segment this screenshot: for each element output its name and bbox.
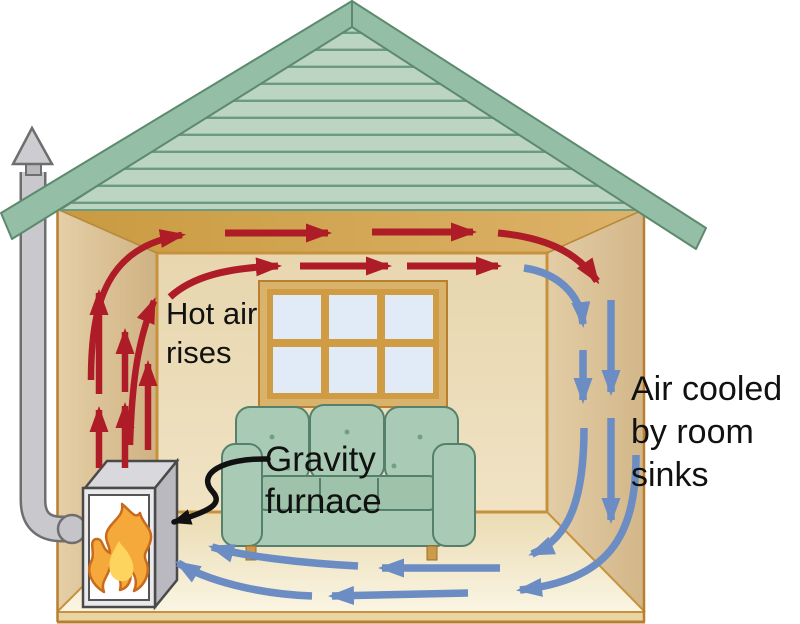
flame-icon (87, 502, 153, 594)
cool-air-arrow (516, 454, 640, 597)
roof (0, 0, 707, 250)
label-pointer-arrow (171, 456, 271, 525)
hot-air-arrow (87, 229, 186, 381)
window (258, 280, 448, 408)
air-cooled-label: Air cooled by room sinks (631, 370, 783, 494)
ceiling-corner-right (546, 208, 646, 254)
couch-buttons (269, 429, 423, 471)
cool-air-arrow (528, 427, 588, 558)
gravity-furnace (56, 457, 180, 611)
cool-air-arrow (208, 543, 359, 570)
hot-air-arrow (497, 229, 600, 285)
gravity-furnace-label: Gravity furnace (265, 440, 382, 521)
hot-air-flow-arrows (87, 222, 600, 468)
flue-cap-cone (10, 125, 55, 166)
cool-air-arrow (174, 559, 313, 600)
couch-arm-right (432, 443, 476, 547)
hot-air-arrow (126, 297, 158, 446)
cool-air-arrow (523, 264, 591, 328)
hot-air-label: Hot air rises (166, 296, 258, 370)
cool-air-flow-arrows (174, 264, 640, 606)
furnace-side (153, 457, 179, 611)
couch (221, 404, 476, 561)
window-mullion (273, 339, 433, 347)
cool-air-arrow (328, 586, 469, 606)
foundation-band (57, 612, 645, 622)
gable (56, 18, 648, 211)
roof-fascia-right (351, 0, 707, 250)
couch-leg (426, 545, 438, 561)
ceiling (57, 209, 645, 253)
hot-air-arrow (167, 257, 282, 300)
couch-arm-left (221, 443, 263, 547)
